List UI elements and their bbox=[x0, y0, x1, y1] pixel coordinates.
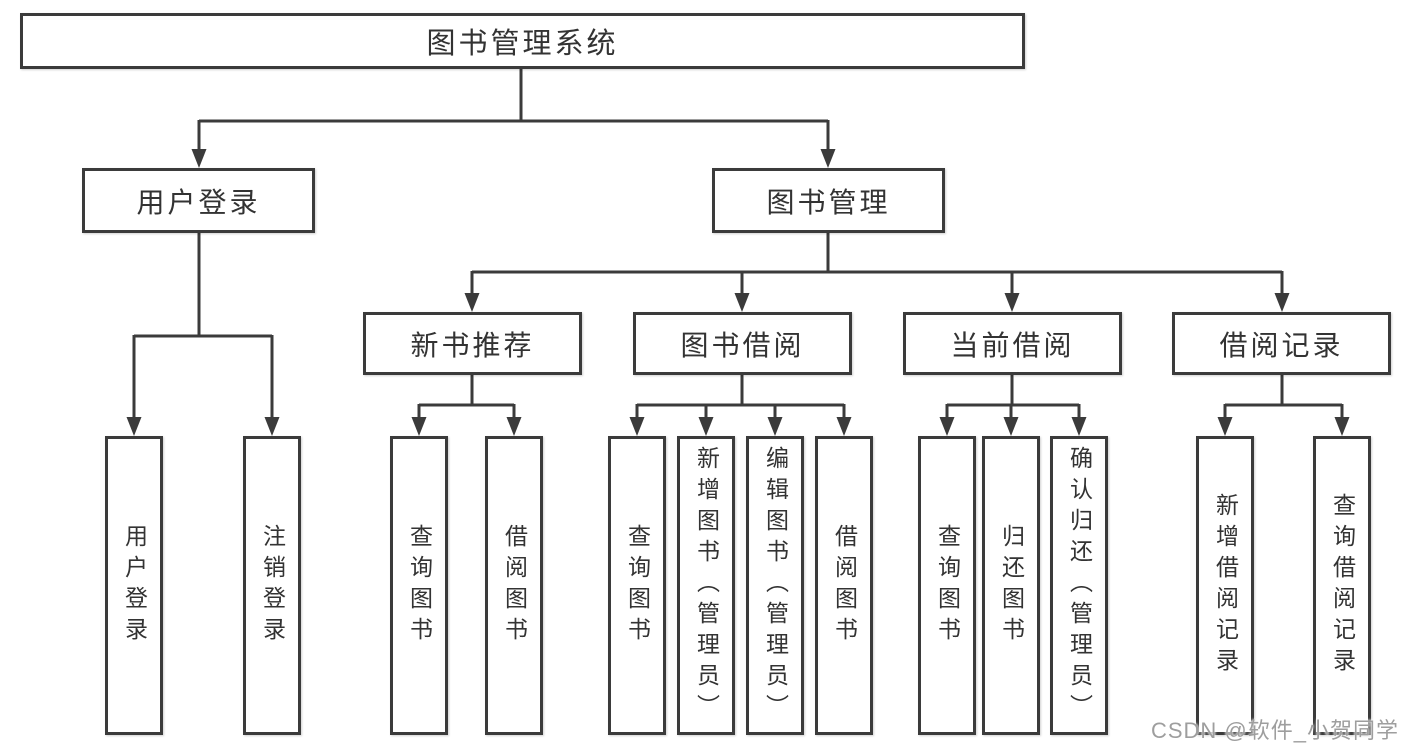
connector-user-login-to-leaves bbox=[132, 233, 274, 419]
node-label: 图书借阅 bbox=[680, 329, 805, 361]
leaf-query-books-recommend: 查询图书 bbox=[390, 436, 448, 735]
arrowhead bbox=[698, 417, 714, 436]
leaf-borrow-books-recommend: 借阅图书 bbox=[485, 436, 543, 735]
arrowhead bbox=[1071, 417, 1087, 436]
leaf-query-books-borrow: 查询图书 bbox=[608, 436, 666, 735]
arrowhead bbox=[506, 417, 522, 436]
node-new-book-recommend: 新书推荐 bbox=[363, 312, 582, 375]
node-label: 用户登录 bbox=[121, 523, 148, 648]
node-user-login: 用户登录 bbox=[82, 168, 315, 233]
connector-current-borrow-to-leaves bbox=[945, 374, 1081, 419]
arrowhead bbox=[939, 417, 955, 436]
leaf-add-book-admin: 新增图书（管理员） bbox=[677, 436, 735, 735]
connector-book-borrow-to-leaves bbox=[635, 374, 846, 419]
node-label: 新增图书（管理员） bbox=[693, 446, 720, 725]
arrowhead bbox=[264, 417, 280, 436]
node-label: 归还图书 bbox=[998, 523, 1025, 648]
node-label: 查询图书 bbox=[406, 523, 433, 648]
connector-new-book-recommend-to-leaves bbox=[417, 374, 516, 419]
leaf-query-borrow-record: 查询借阅记录 bbox=[1313, 436, 1371, 735]
node-book-borrow: 图书借阅 bbox=[633, 312, 852, 375]
connector-root-to-level2 bbox=[197, 68, 830, 151]
arrowheads bbox=[126, 149, 1350, 436]
leaf-edit-book-admin: 编辑图书（管理员） bbox=[746, 436, 804, 735]
leaf-logout: 注销登录 bbox=[243, 436, 301, 735]
node-label: 借阅记录 bbox=[1219, 329, 1344, 361]
arrowhead bbox=[1217, 417, 1233, 436]
arrowhead bbox=[464, 293, 480, 312]
node-label: 查询借阅记录 bbox=[1329, 492, 1356, 679]
arrowhead bbox=[126, 417, 142, 436]
leaf-borrow-books: 借阅图书 bbox=[815, 436, 873, 735]
arrowhead bbox=[1334, 417, 1350, 436]
arrowhead bbox=[1003, 417, 1019, 436]
node-label: 借阅图书 bbox=[831, 523, 858, 648]
node-root-library-system: 图书管理系统 bbox=[20, 13, 1025, 69]
connector-paths bbox=[132, 68, 1344, 419]
connector-book-management-to-modules bbox=[470, 233, 1284, 295]
node-current-borrow: 当前借阅 bbox=[903, 312, 1122, 375]
leaf-return-book: 归还图书 bbox=[982, 436, 1040, 735]
node-borrow-records: 借阅记录 bbox=[1172, 312, 1391, 375]
node-label: 当前借阅 bbox=[950, 329, 1075, 361]
node-label: 图书管理系统 bbox=[426, 28, 619, 60]
node-label: 新增借阅记录 bbox=[1212, 492, 1239, 679]
arrowhead bbox=[734, 293, 750, 312]
node-book-management: 图书管理 bbox=[712, 168, 945, 233]
arrowhead bbox=[1274, 293, 1290, 312]
connector-borrow-records-to-leaves bbox=[1223, 374, 1344, 419]
node-label: 新书推荐 bbox=[410, 329, 535, 361]
arrowhead bbox=[836, 417, 852, 436]
node-label: 注销登录 bbox=[259, 523, 286, 648]
node-label: 借阅图书 bbox=[501, 523, 528, 648]
arrowhead bbox=[767, 417, 783, 436]
node-label: 用户登录 bbox=[136, 186, 261, 218]
arrowhead bbox=[411, 417, 427, 436]
arrowhead bbox=[1004, 293, 1020, 312]
leaf-add-borrow-record: 新增借阅记录 bbox=[1196, 436, 1254, 735]
node-label: 图书管理 bbox=[766, 186, 891, 218]
arrowhead bbox=[191, 149, 207, 168]
leaf-confirm-return-admin: 确认归还（管理员） bbox=[1050, 436, 1108, 735]
node-label: 确认归还（管理员） bbox=[1066, 446, 1093, 725]
leaf-user-login: 用户登录 bbox=[105, 436, 163, 735]
node-label: 查询图书 bbox=[624, 523, 651, 648]
leaf-query-books-current: 查询图书 bbox=[918, 436, 976, 735]
arrowhead bbox=[629, 417, 645, 436]
csdn-watermark: CSDN @软件_小贺同学 bbox=[1150, 718, 1399, 743]
arrowhead bbox=[820, 149, 836, 168]
node-label: 查询图书 bbox=[934, 523, 961, 648]
node-label: 编辑图书（管理员） bbox=[762, 446, 789, 725]
